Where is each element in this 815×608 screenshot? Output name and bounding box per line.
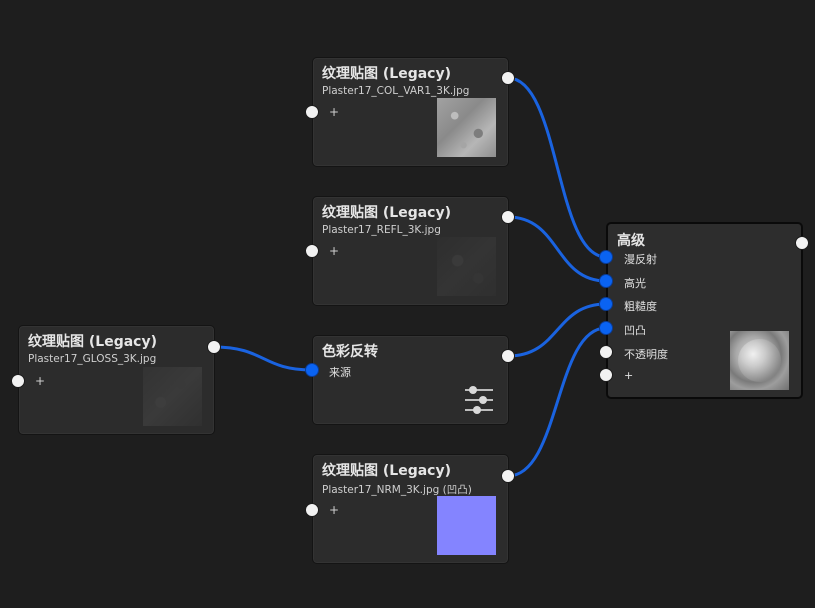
material-preview-thumbnail — [730, 331, 789, 390]
texture-node-nrm[interactable]: 纹理贴图 (Legacy) Plaster17_NRM_3K.jpg (凹凸) … — [312, 454, 509, 564]
nrm-input-socket[interactable] — [305, 503, 319, 517]
input-specular-label: 高光 — [624, 277, 646, 290]
input-diffuse-label: 漫反射 — [624, 253, 657, 266]
bump-input-socket[interactable] — [599, 321, 613, 335]
extra-input-socket[interactable] — [599, 368, 613, 382]
node-title: 纹理贴图 (Legacy) — [322, 66, 451, 82]
gloss-input-socket[interactable] — [11, 374, 25, 388]
wire-refl-to-specular — [507, 215, 607, 283]
col-output-socket[interactable] — [501, 71, 515, 85]
invert-output-socket[interactable] — [501, 349, 515, 363]
specular-input-socket[interactable] — [599, 274, 613, 288]
opacity-input-socket[interactable] — [599, 345, 613, 359]
node-filename: Plaster17_REFL_3K.jpg — [322, 224, 441, 236]
invert-input-socket[interactable] — [305, 363, 319, 377]
add-input-label[interactable]: + — [329, 105, 340, 119]
col-input-socket[interactable] — [305, 105, 319, 119]
wire-nrm-to-bump — [507, 326, 607, 478]
texture-node-gloss[interactable]: 纹理贴图 (Legacy) Plaster17_GLOSS_3K.jpg + — [18, 325, 215, 435]
node-title: 高级 — [617, 233, 645, 249]
node-filename: Plaster17_GLOSS_3K.jpg — [28, 353, 157, 365]
wire-col-to-diffuse — [507, 76, 607, 259]
refl-output-socket[interactable] — [501, 210, 515, 224]
invert-color-node[interactable]: 色彩反转 来源 — [312, 335, 509, 425]
diffuse-input-socket[interactable] — [599, 250, 613, 264]
texture-thumbnail — [437, 237, 496, 296]
sliders-icon[interactable] — [463, 384, 495, 416]
input-bump-label: 凹凸 — [624, 324, 646, 337]
node-filename: Plaster17_NRM_3K.jpg (凹凸) — [322, 484, 472, 496]
refl-input-socket[interactable] — [305, 244, 319, 258]
texture-thumbnail — [437, 98, 496, 157]
node-title: 色彩反转 — [322, 344, 378, 360]
node-filename: Plaster17_COL_VAR1_3K.jpg — [322, 85, 470, 97]
nrm-output-socket[interactable] — [501, 469, 515, 483]
texture-node-refl[interactable]: 纹理贴图 (Legacy) Plaster17_REFL_3K.jpg + — [312, 196, 509, 306]
source-input-label: 来源 — [329, 366, 351, 379]
add-input-label[interactable]: + — [329, 503, 340, 517]
gloss-output-socket[interactable] — [207, 340, 221, 354]
add-input-label[interactable]: + — [329, 244, 340, 258]
wire-invert-to-roughness — [507, 302, 607, 358]
texture-thumbnail — [437, 496, 496, 555]
input-opacity-label: 不透明度 — [624, 348, 668, 361]
add-input-label[interactable]: + — [35, 374, 46, 388]
wire-gloss-to-invert — [213, 345, 313, 372]
roughness-input-socket[interactable] — [599, 297, 613, 311]
input-roughness-label: 粗糙度 — [624, 300, 657, 313]
add-input-label[interactable]: + — [624, 369, 634, 382]
advanced-material-node[interactable]: 高级 漫反射 高光 粗糙度 凹凸 不透明度 + — [606, 222, 803, 399]
node-title: 纹理贴图 (Legacy) — [28, 334, 157, 350]
material-output-socket[interactable] — [795, 236, 809, 250]
texture-thumbnail — [143, 367, 202, 426]
texture-node-col[interactable]: 纹理贴图 (Legacy) Plaster17_COL_VAR1_3K.jpg … — [312, 57, 509, 167]
node-title: 纹理贴图 (Legacy) — [322, 463, 451, 479]
node-title: 纹理贴图 (Legacy) — [322, 205, 451, 221]
